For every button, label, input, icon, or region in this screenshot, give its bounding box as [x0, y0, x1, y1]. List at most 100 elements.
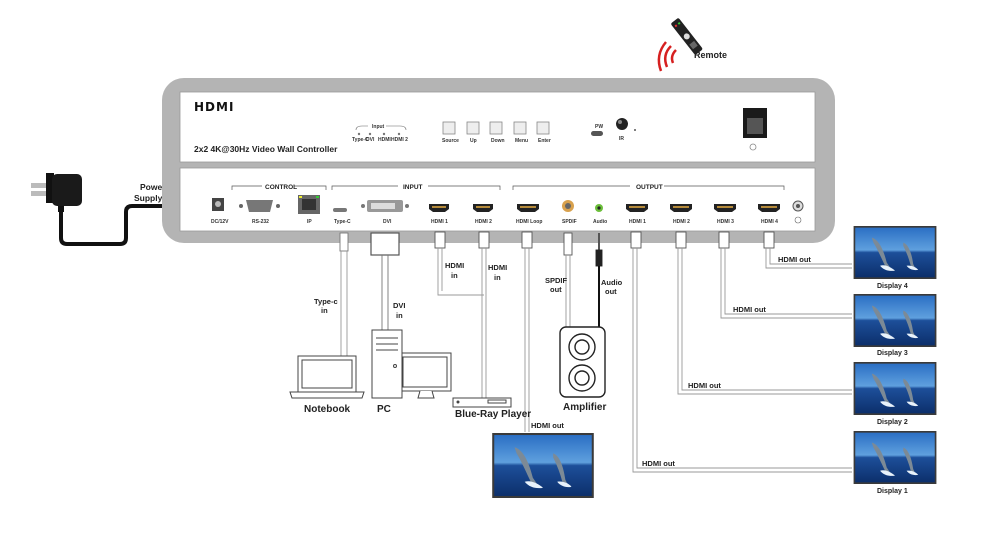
pc-tower-icon — [371, 329, 403, 399]
source-button[interactable]: Source — [442, 121, 459, 144]
down-button[interactable]: Down — [489, 121, 505, 144]
hdmi-out-3-connector — [718, 231, 730, 249]
menu-button-label: Menu — [515, 138, 528, 144]
pw-label: PW — [595, 124, 603, 130]
display-1: Display 1 — [853, 431, 937, 495]
rear-group-labels — [231, 185, 785, 190]
display-2: Display 2 — [853, 362, 937, 426]
dvi-cable-label: DVI — [393, 301, 406, 310]
front-buttons: Source Up Down Menu Enter — [442, 121, 551, 144]
audio-jack-connector — [595, 249, 603, 267]
down-button-label: Down — [491, 138, 505, 144]
spdif-port-label: SPDIF — [562, 219, 577, 225]
display-1-screen — [853, 431, 937, 484]
display-1-label: Display 1 — [877, 488, 908, 495]
input-group-label: INPUT — [403, 184, 423, 191]
hdmi-in-2-port[interactable]: HDMI 2 — [473, 204, 493, 225]
enter-button-label: Enter — [538, 138, 551, 144]
display-4: Display 4 — [853, 226, 937, 290]
rs232-port[interactable]: RS-232 — [239, 200, 280, 225]
hdmi-in-1-label: HDMI 1 — [431, 219, 448, 225]
dvi-port[interactable]: DVI — [361, 200, 409, 225]
source-button-label: Source — [442, 138, 459, 144]
led-label-hdmi2: HDMI 2 — [391, 137, 408, 143]
up-button-label: Up — [470, 138, 477, 144]
hdmi-out-3-port[interactable]: HDMI 3 — [714, 204, 736, 225]
hdmi2-cable-label-2: in — [494, 273, 501, 282]
up-button[interactable]: Up — [466, 121, 480, 144]
hdmi-out-4-port[interactable]: HDMI 4 — [758, 204, 780, 225]
typec-connector — [339, 232, 349, 252]
remote-icon — [671, 18, 703, 55]
ip-port-label: IP — [307, 219, 312, 225]
ir-label: IR — [619, 136, 624, 142]
ir-signal-icon — [657, 41, 677, 72]
rs232-port-label: RS-232 — [252, 219, 269, 225]
hdmi-loop-label: HDMI Loop — [516, 219, 542, 225]
hdmi-loop-port[interactable]: HDMI Loop — [516, 204, 542, 225]
hdmi-out-1-port[interactable]: HDMI 1 — [626, 204, 648, 225]
hdmi-in-2-label: HDMI 2 — [475, 219, 492, 225]
audio-port[interactable]: Audio — [593, 204, 607, 225]
enter-button[interactable]: Enter — [536, 121, 551, 144]
spdif-port[interactable]: SPDIF — [562, 200, 577, 225]
hdmi1-cable-label: HDMI — [445, 261, 464, 270]
spdif-connector — [563, 232, 573, 256]
typec-cable-label: Type-c — [314, 297, 338, 306]
led-hdmi — [382, 132, 386, 136]
bluray-player-label: Blue-Ray Player — [455, 409, 531, 420]
audio-cable-label: Audio — [601, 278, 623, 287]
remote-control: Remote — [657, 18, 727, 72]
input-led-group-label: Input — [372, 124, 385, 130]
loop-display — [492, 433, 594, 498]
led-hdmi2 — [397, 132, 401, 136]
hdmi-out-1-label: HDMI 1 — [629, 219, 646, 225]
menu-button[interactable]: Menu — [513, 121, 528, 144]
typec-port-label: Type-C — [334, 219, 351, 225]
hdmi-out4-cable-label: HDMI out — [778, 255, 811, 264]
amplifier — [559, 326, 606, 398]
hdmi-loop-cable-label: HDMI out — [531, 421, 564, 430]
notebook-label: Notebook — [304, 404, 351, 415]
pc — [371, 329, 452, 399]
ip-ethernet-port[interactable]: IP — [298, 195, 320, 225]
ground-terminal — [792, 200, 804, 224]
hdmi-in-1-port[interactable]: HDMI 1 — [429, 204, 449, 225]
cables — [339, 231, 852, 473]
power-switch[interactable] — [743, 108, 767, 151]
led-label-dvi: DVI — [366, 137, 375, 143]
hdmi-out-2-connector — [675, 231, 687, 249]
dvi-connector — [370, 232, 400, 256]
spdif-cable-label: SPDIF — [545, 276, 568, 285]
audio-port-label: Audio — [593, 219, 607, 225]
bluray-player-icon — [452, 397, 512, 408]
hdmi-logo: HDMI — [194, 100, 234, 114]
hdmi-out-4-label: HDMI 4 — [761, 219, 778, 225]
bluray-player — [452, 397, 512, 408]
pc-label: PC — [377, 404, 391, 415]
hdmi1-cable-label-2: in — [451, 271, 458, 280]
display-4-label: Display 4 — [877, 283, 908, 290]
hdmi-in-2-connector — [478, 231, 490, 249]
typec-cable-label-2: in — [321, 306, 328, 315]
notebook-icon — [297, 355, 357, 393]
power-supply-label-1: Power — [140, 182, 166, 192]
power-symbol-icon — [749, 143, 757, 151]
output-group-label: OUTPUT — [636, 184, 663, 191]
display-2-screen — [853, 362, 937, 415]
ir-sensor-icon — [616, 118, 628, 130]
power-supply-label-2: Supply — [134, 193, 163, 203]
dc-12v-port[interactable]: DC/12V — [211, 198, 229, 225]
control-group-label: CONTROL — [265, 184, 297, 191]
rear-panel — [179, 167, 816, 232]
audio-cable-label-2: out — [605, 287, 617, 296]
notebook — [289, 355, 365, 399]
hdmi-out1-cable-label: HDMI out — [642, 459, 675, 468]
typec-port[interactable]: Type-C — [333, 208, 351, 225]
hdmi-out-2-port[interactable]: HDMI 2 — [670, 204, 692, 225]
dc-port-label: DC/12V — [211, 219, 229, 225]
led-dvi — [368, 132, 372, 136]
video-wall-controller: HDMI 2x2 4K@30Hz Video Wall Controller I… — [162, 78, 835, 243]
dvi-cable-label-2: in — [396, 311, 403, 320]
spdif-cable-label-2: out — [550, 285, 562, 294]
